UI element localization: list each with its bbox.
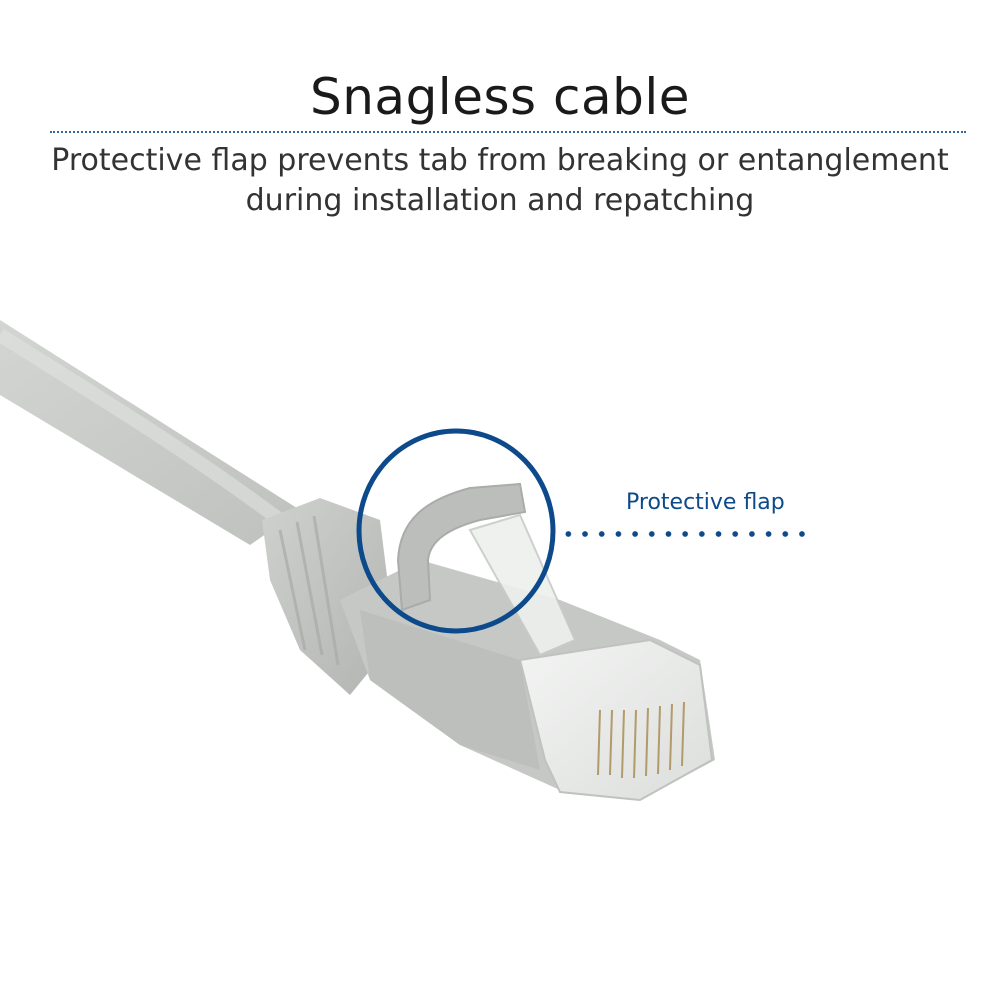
subtitle-line-2: during installation and repatching: [245, 183, 755, 218]
protective-flap: [396, 482, 527, 612]
subtitle-line-1: Protective flap prevents tab from breaki…: [51, 143, 949, 178]
subtitle: Protective flap prevents tab from breaki…: [0, 141, 1000, 221]
page-title: Snagless cable: [310, 68, 690, 126]
callout-label: Protective flap: [626, 490, 785, 515]
cable-connector-image: [0, 320, 715, 802]
callout-dotted-line: [560, 531, 815, 537]
clear-plug: [518, 638, 714, 802]
callout-circle: [356, 428, 556, 634]
title-divider: [50, 131, 966, 133]
latch-tab: [468, 513, 577, 657]
